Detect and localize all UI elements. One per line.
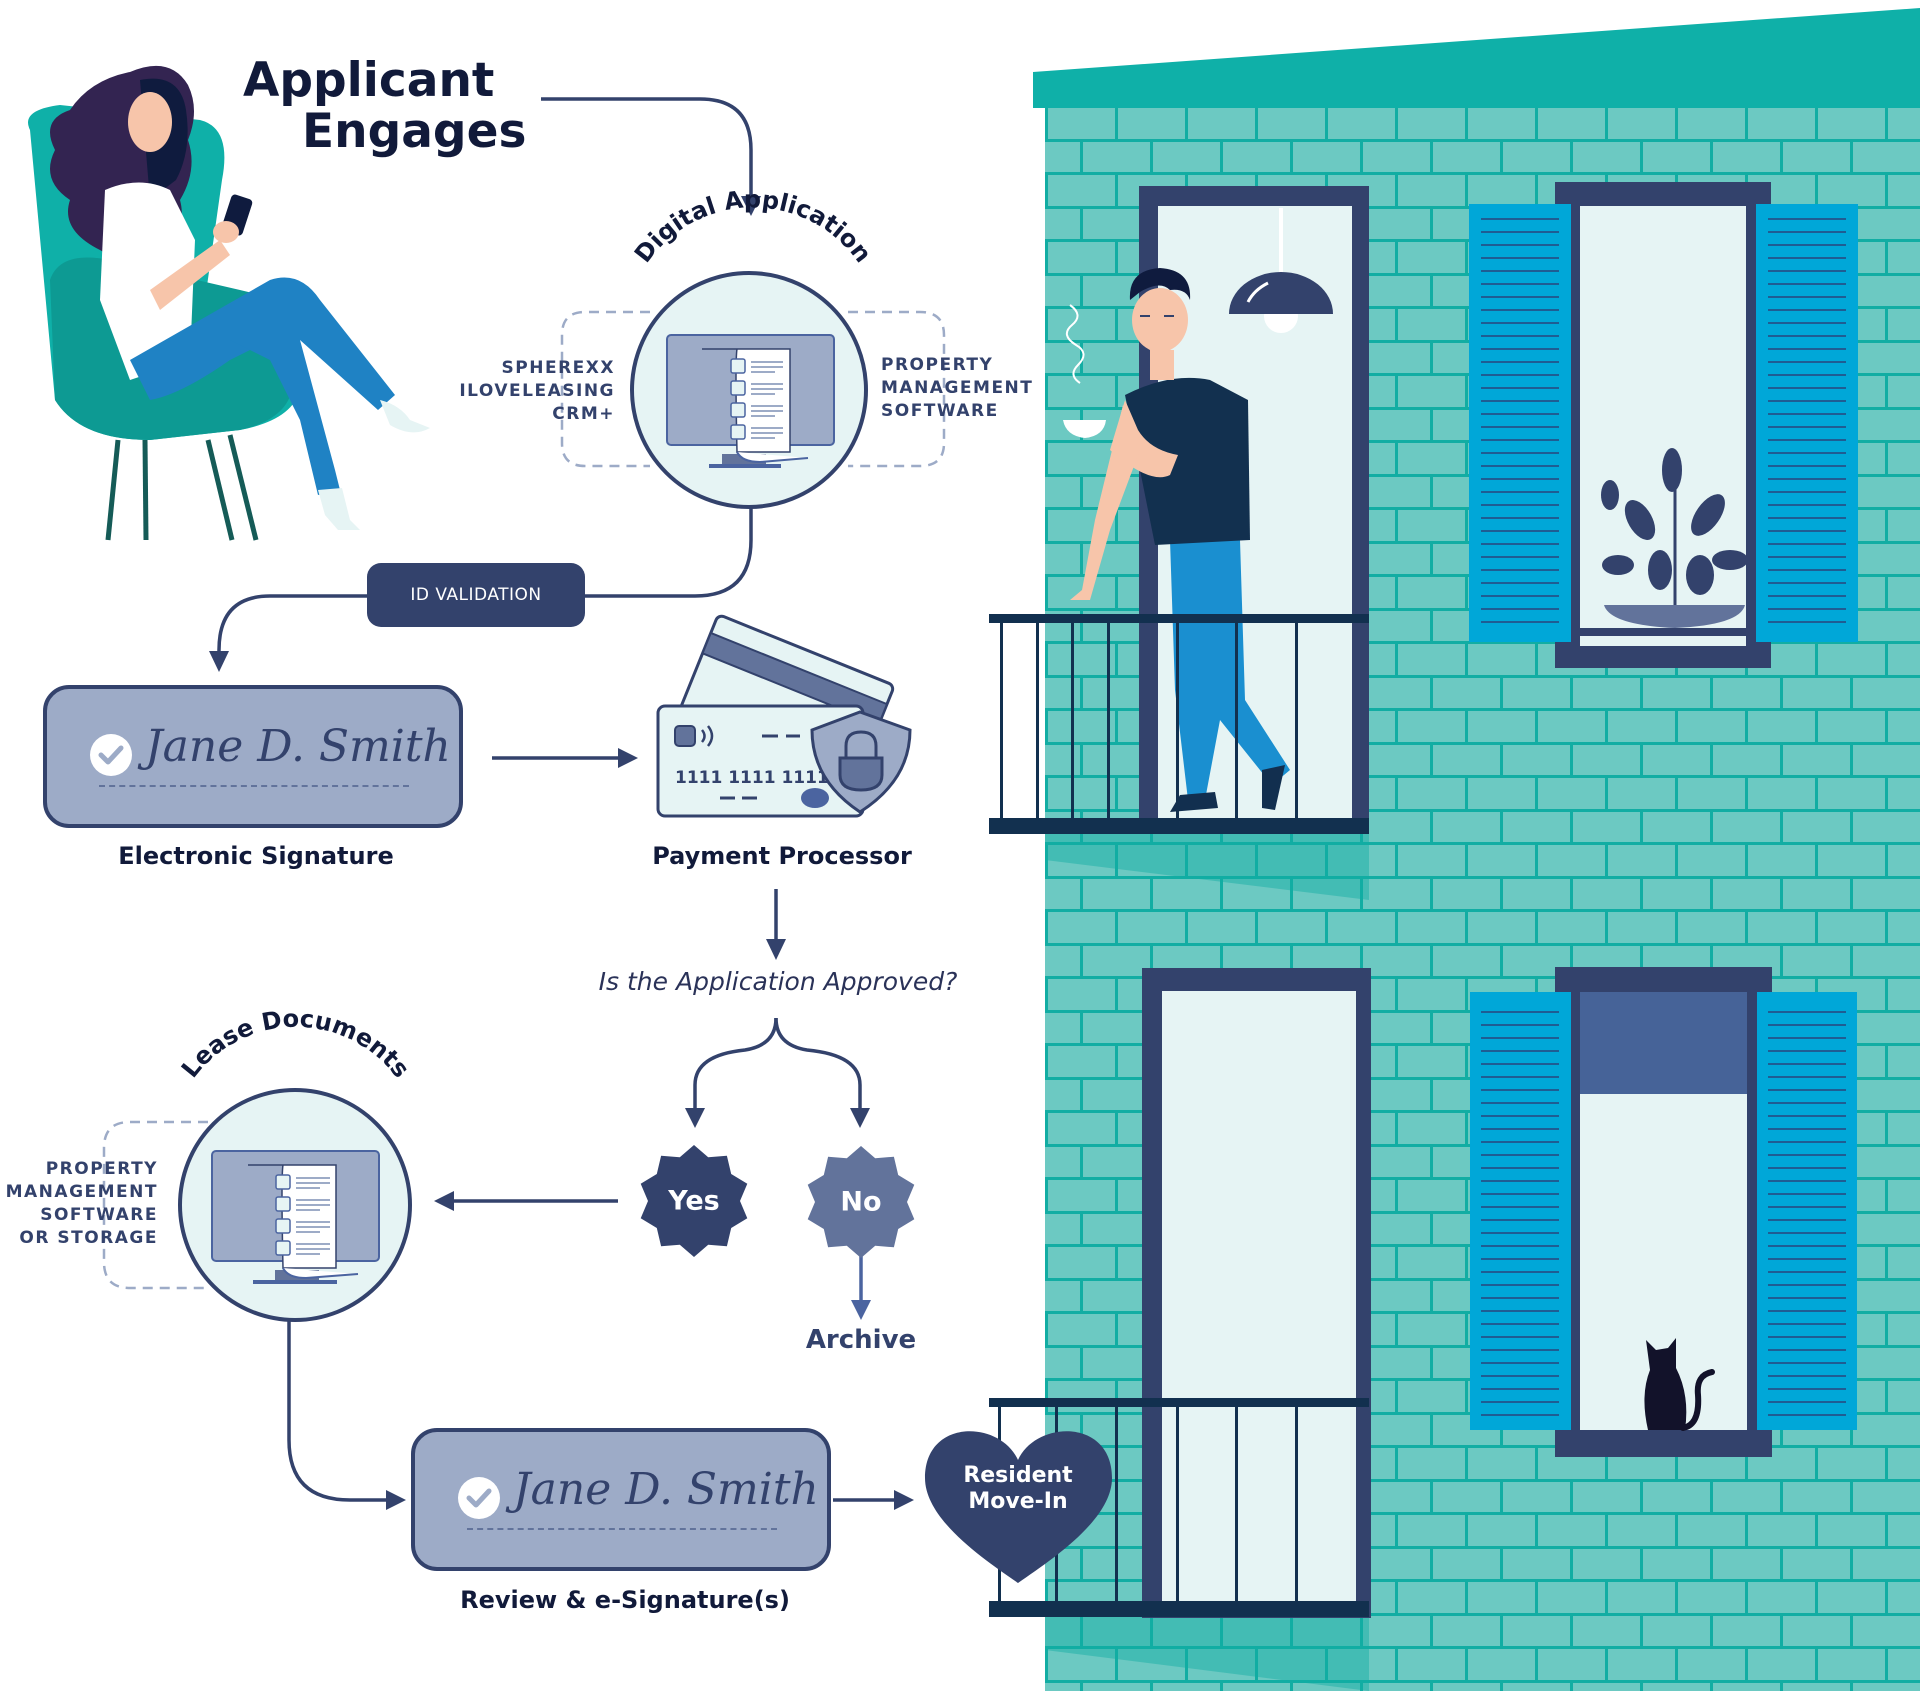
branch-no: [774, 1017, 862, 1112]
review-signature-caption: Review & e-Signature(s): [460, 1586, 790, 1614]
arrowhead: [434, 1191, 454, 1211]
digital-application-left-label: SPHEREXX ILOVELEASING CRM+: [459, 358, 615, 424]
cat-icon: [1644, 1338, 1715, 1431]
upper-window: [1469, 182, 1858, 668]
signature-line: [99, 785, 409, 787]
digital-application-node: [630, 271, 868, 509]
archive-label: Archive: [805, 1325, 917, 1355]
approval-question: Is the Application Approved?: [598, 967, 958, 996]
no-badge: No: [840, 1186, 882, 1218]
lower-door: [1142, 968, 1371, 1618]
signature-text: Jane D. Smith: [513, 1464, 819, 1515]
connector-lease-to-review: [287, 1317, 390, 1502]
branch-yes: [693, 1017, 778, 1112]
connector-application-to-id: [585, 507, 753, 598]
arrowhead: [766, 939, 786, 960]
lease-documents-node: [178, 1088, 412, 1322]
arrow-title-to-application: [541, 97, 753, 200]
window-blind: [1580, 992, 1747, 1094]
arrowhead: [209, 651, 229, 672]
balcony-shadow: [1045, 1617, 1369, 1691]
lower-window: [1470, 967, 1857, 1457]
title-line-1: Applicant: [243, 53, 495, 108]
arrowhead: [618, 748, 638, 768]
signature-text: Jane D. Smith: [145, 721, 451, 772]
signature-line: [467, 1528, 777, 1530]
monitor-checklist-icon: [211, 1150, 380, 1284]
dashed-bracket-left: [560, 310, 650, 468]
balcony-shadow: [1045, 834, 1369, 900]
yes-badge-shape: [640, 1145, 748, 1257]
arrowhead: [386, 1490, 406, 1510]
monitor-checklist-icon: [666, 334, 835, 468]
upper-balcony-railing: [989, 614, 1369, 834]
arrowhead: [741, 196, 761, 216]
man-with-coffee: [1063, 268, 1290, 812]
resident-move-in-label: Resident Move-In: [963, 1463, 1073, 1514]
electronic-signature-caption: Electronic Signature: [118, 842, 394, 870]
building-roof: [1033, 8, 1920, 108]
no-badge-shape: [807, 1146, 915, 1258]
potted-plant: [1601, 448, 1748, 628]
heart-icon: [925, 1431, 1112, 1583]
payment-processor-caption: Payment Processor: [652, 842, 912, 870]
lamp-icon: [1229, 272, 1333, 314]
dashed-bracket-lease: [102, 1120, 208, 1290]
yes-badge: Yes: [668, 1185, 720, 1217]
card-number: 1111 1111 1111: [675, 768, 829, 788]
check-circle-icon: [90, 734, 132, 776]
arrowhead: [685, 1108, 705, 1128]
digital-application-label: Digital Application: [629, 185, 877, 267]
lease-documents-left-label: PROPERTY MANAGEMENT SOFTWARE OR STORAGE: [5, 1159, 158, 1248]
title-line-2: Engages: [302, 104, 527, 159]
dashed-bracket-right: [848, 310, 946, 468]
lease-documents-label: Lease Documents: [176, 1005, 415, 1083]
arrowhead: [850, 1108, 870, 1128]
credit-card-shield-icon: 1111 1111 1111: [656, 614, 912, 818]
arrowhead: [894, 1490, 914, 1510]
arrowhead: [851, 1300, 871, 1320]
id-validation-step: ID VALIDATION: [367, 563, 585, 627]
digital-application-right-label: PROPERTY MANAGEMENT SOFTWARE: [881, 355, 1034, 421]
review-signature-box: Jane D. Smith: [411, 1428, 831, 1571]
connector-id-to-signature: [217, 594, 367, 655]
electronic-signature-box: Jane D. Smith: [43, 685, 463, 828]
check-circle-icon: [458, 1477, 500, 1519]
